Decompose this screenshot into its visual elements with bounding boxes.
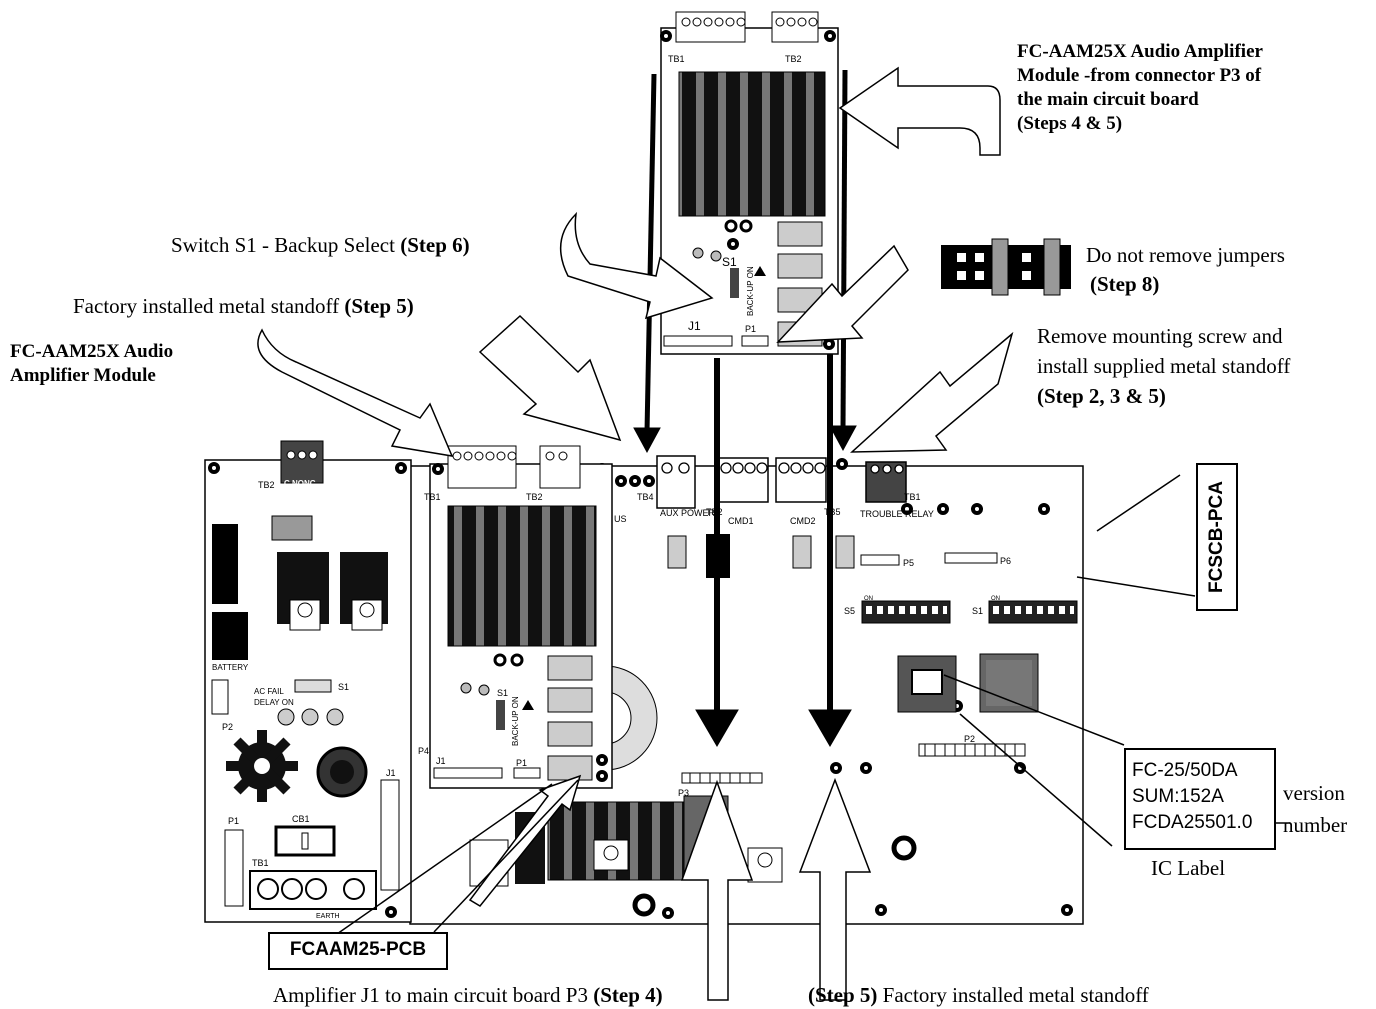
standoff-bottom-text: Factory installed metal standoff — [877, 983, 1149, 1007]
label-tb2-main: TB2 — [706, 507, 723, 517]
label-acfail: AC FAIL — [254, 687, 284, 696]
label-p2-left: P2 — [222, 722, 233, 732]
fcaam25-pcb-label-box: FCAAM25-PCB — [268, 932, 448, 970]
switch-s1-text: Switch S1 - Backup Select — [171, 233, 401, 257]
callout-amplifier-j1: Amplifier J1 to main circuit board P3 (S… — [273, 983, 663, 1008]
version-line2: number — [1283, 813, 1348, 837]
label-cb1: CB1 — [292, 814, 310, 824]
callout-version-number: version number — [1283, 777, 1347, 841]
label-tb2-top: TB2 — [785, 54, 802, 64]
insertion-arrows — [633, 69, 857, 747]
label-tb1-left: TB1 — [252, 858, 269, 868]
label-s1-left: S1 — [338, 682, 349, 692]
label-s1-top: S1 — [722, 255, 737, 269]
label-s1-main: S1 — [972, 606, 983, 616]
label-tb1-top: TB1 — [668, 54, 685, 64]
label-delayon: DELAY ON — [254, 698, 294, 707]
callout-aam-top-line2: Module -from connector P3 of — [1017, 65, 1262, 86]
callout-switch-s1: Switch S1 - Backup Select (Step 6) — [171, 233, 470, 258]
label-s5: S5 — [844, 606, 855, 616]
label-cmd2: CMD2 — [790, 516, 816, 526]
callout-remove-screw: Remove mounting screw and install suppli… — [1037, 321, 1290, 411]
callout-aam-left-line1: FC-AAM25X Audio — [10, 341, 174, 362]
callout-aam-top-line3: the main circuit board — [1017, 89, 1199, 110]
callout-standoff-top: Factory installed metal standoff (Step 5… — [73, 294, 414, 319]
fcaam25-pcb-label: FCAAM25-PCB — [289, 939, 427, 960]
standoff-top-step: (Step 5) — [344, 294, 414, 318]
remove-line2: install supplied metal standoff — [1037, 354, 1291, 378]
ic-line2: SUM:152A — [1132, 786, 1224, 807]
callout-standoff-bottom: (Step 5) Factory installed metal standof… — [808, 983, 1149, 1008]
label-battery: BATTERY — [212, 663, 249, 672]
callout-aam-left-line2: Amplifier Module — [10, 365, 156, 386]
label-aux-power: AUX POWER — [660, 508, 716, 518]
callout-arrows — [257, 66, 1014, 1001]
label-trouble-relay: TROUBLE RELAY — [860, 509, 934, 519]
label-p6: P6 — [1000, 556, 1011, 566]
label-p1-mid: P1 — [516, 758, 527, 768]
label-j1-mid: J1 — [436, 756, 446, 766]
label-p5: P5 — [903, 558, 914, 568]
label-earth: EARTH — [316, 913, 340, 920]
label-backup-mid: BACK-UP ON — [511, 696, 520, 746]
ic-label-caption: IC Label — [1151, 856, 1226, 880]
label-p1-top: P1 — [745, 324, 756, 334]
jumpers-icon — [941, 238, 1071, 296]
label-p4: P4 — [418, 746, 429, 756]
label-us: US — [614, 514, 627, 524]
standoff-top-text: Factory installed metal standoff — [73, 294, 345, 318]
label-tb2-mid: TB2 — [526, 492, 543, 502]
standoff-bottom-step: (Step 5) — [808, 983, 878, 1007]
power-supply-board — [204, 440, 412, 923]
label-j1-left: J1 — [386, 768, 396, 778]
switch-s1-step: (Step 6) — [400, 233, 470, 257]
label-p3-main: P3 — [678, 788, 689, 798]
label-s1-mid: S1 — [497, 688, 508, 698]
label-cnonc: C NONC — [284, 479, 316, 488]
label-p2-main: P2 — [964, 734, 975, 744]
ic-line1: FC-25/50DA — [1132, 760, 1238, 781]
remove-line1: Remove mounting screw and — [1037, 324, 1283, 348]
amp-j1-text: Amplifier J1 to main circuit board P3 — [273, 983, 594, 1007]
label-backup-top: BACK-UP ON — [746, 266, 755, 316]
callout-jumpers: Do not remove jumpers (Step 8) — [1086, 241, 1285, 299]
version-line1: version — [1283, 781, 1345, 805]
label-tb5: TB5 — [824, 507, 841, 517]
remove-line3: (Step 2, 3 & 5) — [1037, 384, 1166, 408]
jumpers-step: (Step 8) — [1090, 272, 1160, 296]
label-tb1-mid: TB1 — [424, 492, 441, 502]
callout-aam-top-line1: FC-AAM25X Audio Amplifier — [1017, 41, 1263, 62]
jumpers-text: Do not remove jumpers — [1086, 243, 1285, 267]
label-p1-left: P1 — [228, 816, 239, 826]
amp-j1-step: (Step 4) — [593, 983, 663, 1007]
callout-aam-top: FC-AAM25X Audio Amplifier Module -from c… — [1017, 40, 1263, 136]
ic-label-box: FC-25/50DA SUM:152A FCDA25501.0 — [1124, 748, 1276, 850]
label-cmd1: CMD1 — [728, 516, 754, 526]
ic-line3: FCDA25501.0 — [1132, 812, 1253, 833]
label-j1-top: J1 — [688, 319, 701, 333]
leader-lines — [336, 474, 1290, 935]
fcscb-pca-label: FCSCB-PCA — [1206, 481, 1227, 593]
label-on-s5: ON — [864, 596, 873, 602]
label-on-s1: ON — [991, 596, 1000, 602]
label-tb1-main: TB1 — [904, 492, 921, 502]
label-tb2-left: TB2 — [258, 480, 275, 490]
installed-amplifier-module — [429, 445, 613, 789]
callout-aam-left: FC-AAM25X Audio Amplifier Module — [10, 340, 173, 388]
fcscb-pca-label-box: FCSCB-PCA — [1196, 463, 1238, 611]
label-tb4: TB4 — [637, 492, 654, 502]
callout-aam-top-line4: (Steps 4 & 5) — [1017, 113, 1123, 134]
